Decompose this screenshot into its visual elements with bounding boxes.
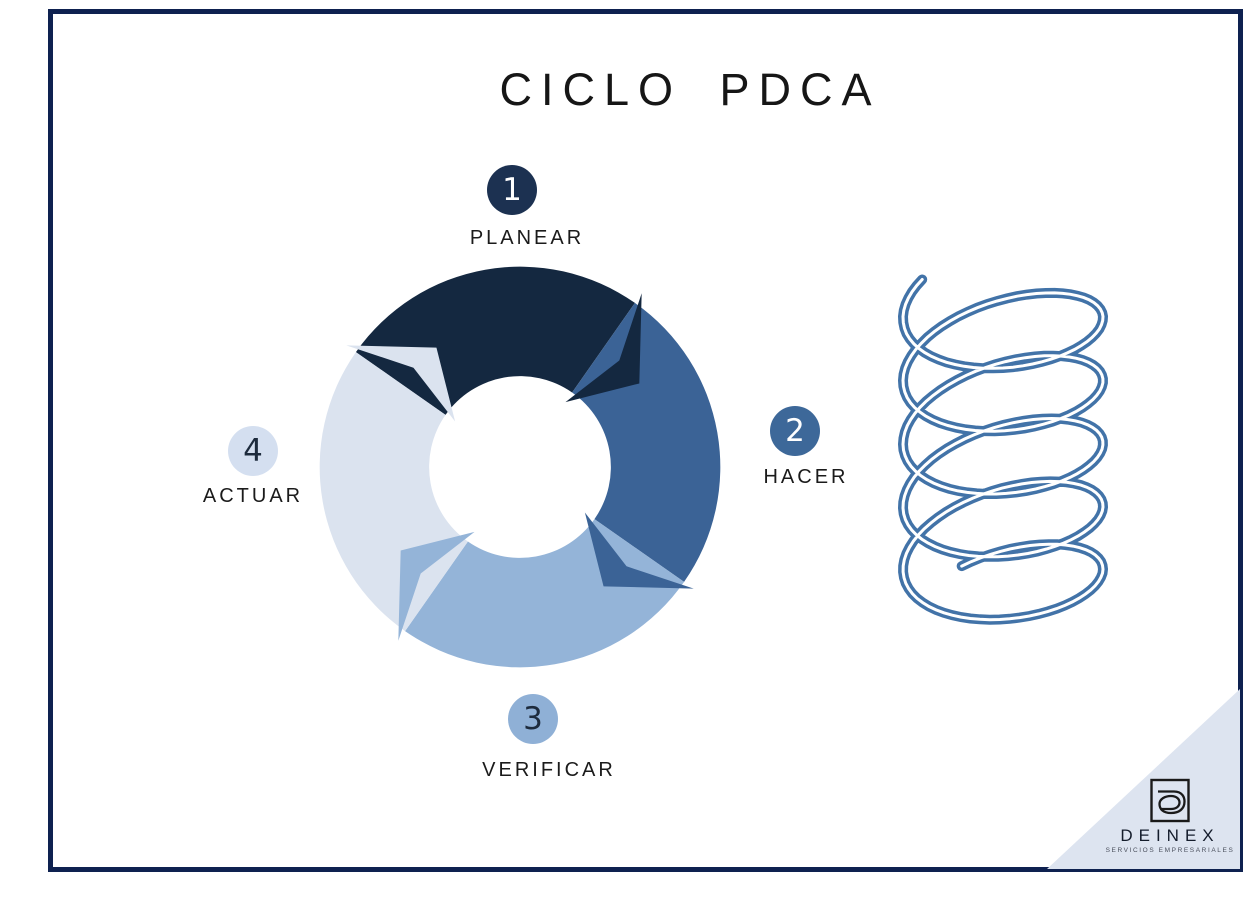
step-label-actuar: Actuar xyxy=(202,477,304,509)
step-number-1: 1 xyxy=(502,172,522,208)
step-number-3: 3 xyxy=(523,701,543,737)
spring-coil-outline xyxy=(897,274,1109,625)
step-number-4: 4 xyxy=(243,433,263,469)
step-badge-4: 4 xyxy=(228,426,278,476)
step-badge-1: 1 xyxy=(487,165,537,215)
spring-coil-core xyxy=(901,278,1105,622)
pdca-cycle-diagram xyxy=(319,266,721,668)
spring-illustration xyxy=(897,274,1109,625)
cycle-segment-bodies xyxy=(319,266,721,668)
deinex-logo-icon xyxy=(1150,778,1190,823)
step-label-verificar: Verificar xyxy=(482,751,616,783)
step-label-hacer: Hacer xyxy=(763,458,849,490)
step-badge-2: 2 xyxy=(770,406,820,456)
cycle-arrowheads xyxy=(346,293,694,641)
arrowhead-planear xyxy=(565,293,642,403)
logo-name: DEINEX xyxy=(1120,826,1220,845)
step-label-planear: Planear xyxy=(469,219,585,251)
arrowhead-actuar xyxy=(346,345,456,422)
arrowhead-hacer xyxy=(584,512,694,589)
page-title: CICLO PDCA xyxy=(499,64,881,115)
step-badge-3: 3 xyxy=(508,694,558,744)
step-number-2: 2 xyxy=(785,413,805,449)
arrowhead-verificar xyxy=(398,531,475,641)
logo-tagline: SERVICIOS EMPRESARIALES xyxy=(1105,847,1235,854)
